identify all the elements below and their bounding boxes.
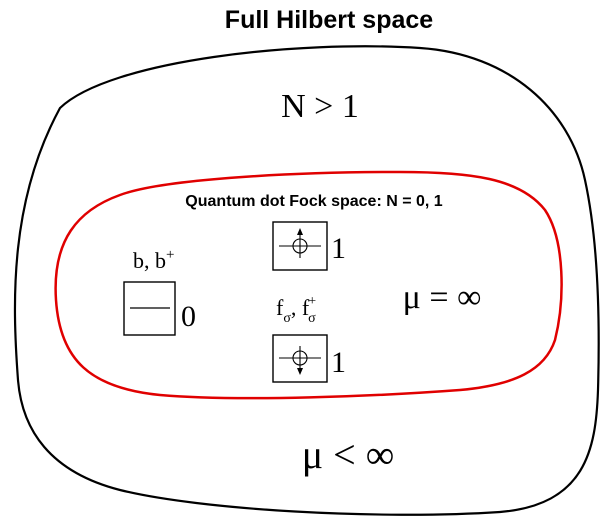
inner-title: Quantum dot Fock space: N = 0, 1 (185, 193, 442, 210)
inner-boundary (54, 170, 563, 400)
fermion-spin-down-box (272, 334, 328, 383)
fermion-up-count: 1 (331, 232, 346, 265)
diagram-title: Full Hilbert space (225, 6, 433, 34)
boson-operators-label: b, b+ (133, 247, 174, 273)
boson-count: 0 (181, 300, 196, 333)
outer-top-label: N > 1 (281, 88, 359, 125)
boson-state-box (123, 281, 176, 336)
outer-boundary (13, 45, 600, 516)
fermion-spin-up-box (272, 221, 328, 271)
inner-mu-label: μ = ∞ (403, 279, 482, 316)
outer-bottom-label: μ < ∞ (302, 432, 395, 477)
fermion-operators-label: fσ, f+σ (276, 294, 316, 326)
fermion-down-count: 1 (331, 346, 346, 379)
